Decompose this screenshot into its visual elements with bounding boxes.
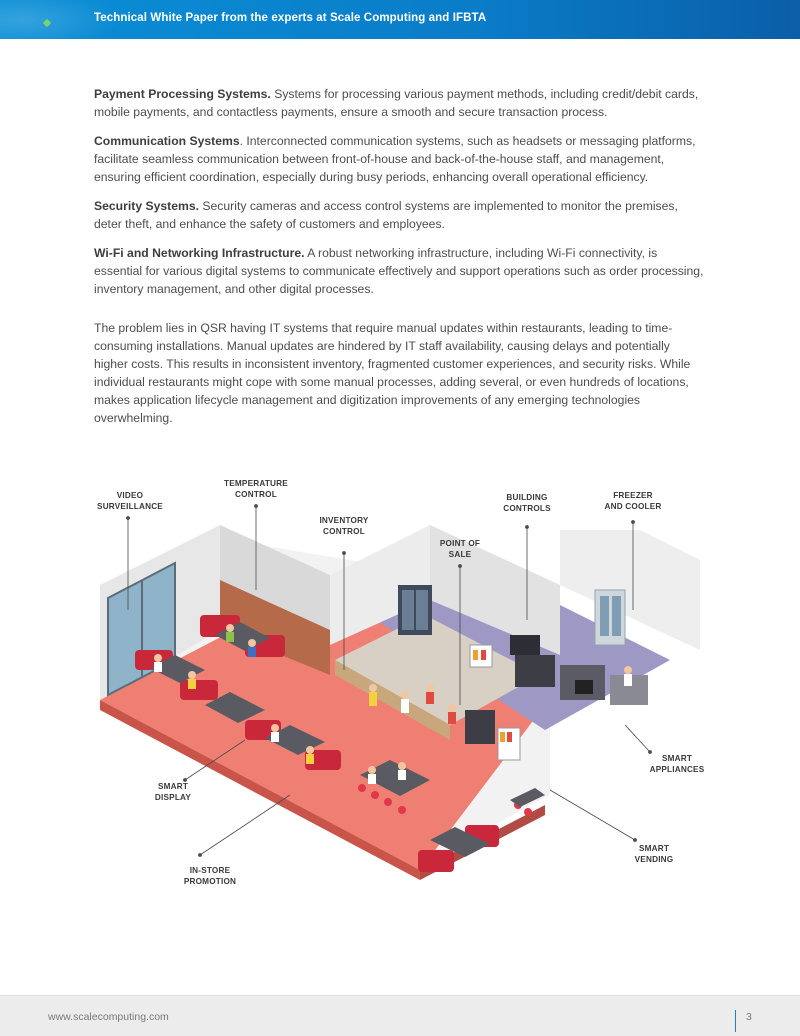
banner-swoosh (0, 0, 120, 39)
section-payment: Payment Processing Systems. Systems for … (94, 85, 706, 121)
callout-temperature-control: TEMPERATURE CONTROL (224, 479, 288, 499)
section-lead: Security Systems. (94, 199, 200, 213)
callout-point-of-sale: POINT OF SALE (439, 539, 481, 559)
footer-url[interactable]: www.scalecomputing.com (48, 1011, 169, 1023)
section-security: Security Systems. Security cameras and a… (94, 197, 706, 233)
section-text: A robust networking infrastructure, incl… (94, 246, 704, 296)
problem-paragraph: The problem lies in QSR having IT system… (94, 321, 691, 425)
page-footer: www.scalecomputing.com 3 (0, 995, 800, 1036)
callout-inventory-control: INVENTORY CONTROL (319, 516, 369, 536)
section-lead: Wi-Fi and Networking Infrastructure. (94, 246, 305, 260)
section-lead: Communication Systems (94, 134, 240, 148)
footer-divider (735, 1010, 736, 1032)
callout-in-store-promotion: IN-STORE PROMOTION (183, 866, 237, 886)
callout-building-controls: BUILDING CONTROLS (503, 493, 551, 513)
section-communication: Communication Systems. Interconnected co… (94, 132, 706, 186)
callout-video-surveillance: VIDEO SURVEILLANCE (97, 491, 163, 511)
callout-smart-display: SMART DISPLAY (154, 782, 192, 802)
callout-smart-appliances: SMART APPLIANCES (649, 754, 705, 774)
callout-smart-vending: SMART VENDING (634, 844, 674, 864)
callout-freezer-and-cooler: FREEZER AND COOLER (604, 491, 662, 511)
restaurant-illustration: VIDEO SURVEILLANCE TEMPERATURE CONTROL I… (80, 470, 720, 910)
section-text: . Interconnected communication systems, … (94, 134, 696, 184)
main-content: Payment Processing Systems. Systems for … (94, 85, 706, 438)
header-title: Technical White Paper from the experts a… (94, 12, 487, 24)
page-number: 3 (746, 1011, 752, 1023)
restaurant-isometric-drawing (100, 504, 700, 880)
section-text: Systems for processing various payment m… (94, 87, 699, 119)
section-text: Security cameras and access control syst… (94, 199, 678, 231)
section-lead: Payment Processing Systems. (94, 87, 271, 101)
header-banner: Technical White Paper from the experts a… (0, 0, 800, 39)
section-networking: Wi-Fi and Networking Infrastructure. A r… (94, 244, 706, 298)
